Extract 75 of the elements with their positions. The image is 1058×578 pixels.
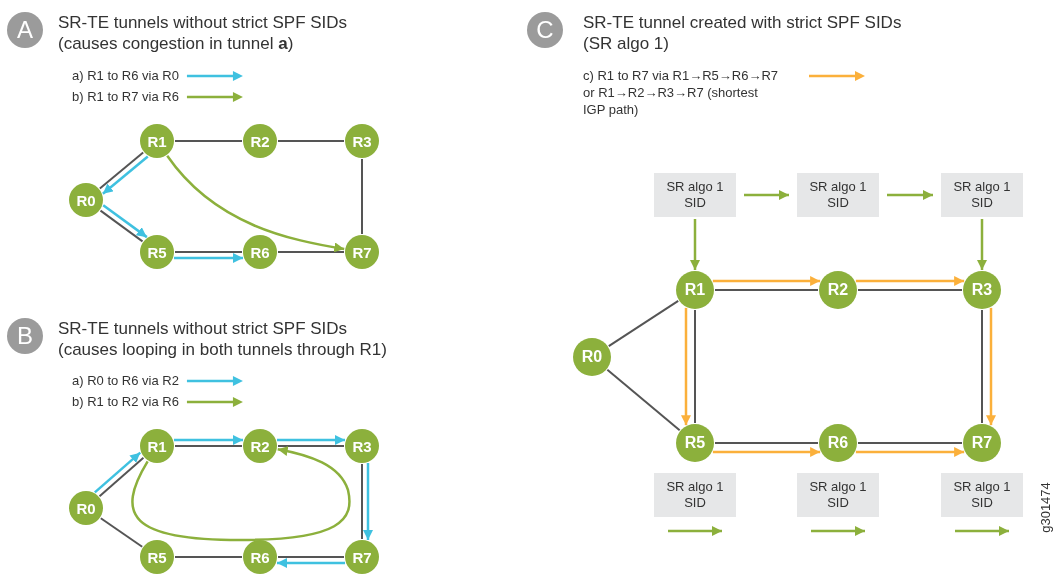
arrow xyxy=(276,558,346,568)
sid-box: SR algo 1 SID xyxy=(797,473,879,517)
arrow xyxy=(276,435,346,445)
link-line xyxy=(277,140,345,142)
router-node: R2 xyxy=(819,271,857,309)
router-node: R5 xyxy=(140,540,174,574)
arrow xyxy=(977,219,987,270)
arrow xyxy=(363,462,373,541)
sid-box: SR algo 1 SID xyxy=(654,173,736,217)
link-line xyxy=(174,140,243,142)
router-node: R2 xyxy=(243,124,277,158)
arrow xyxy=(855,276,965,286)
arrow xyxy=(173,435,244,445)
sid-box: SR algo 1 SID xyxy=(654,473,736,517)
router-node: R5 xyxy=(140,235,174,269)
router-node: R6 xyxy=(243,540,277,574)
router-node: R1 xyxy=(140,429,174,463)
router-node: R7 xyxy=(345,540,379,574)
arrow xyxy=(986,307,996,426)
link-line xyxy=(606,368,681,432)
link-line xyxy=(277,251,345,253)
link-line xyxy=(714,289,819,291)
arrow xyxy=(690,219,700,270)
arrow xyxy=(887,190,933,200)
sid-box: SR algo 1 SID xyxy=(941,473,1023,517)
legend-text: b) R1 to R7 via R6 xyxy=(72,88,179,105)
arrow xyxy=(744,190,789,200)
router-node: R7 xyxy=(963,424,1001,462)
legend-text: c) R1 to R7 via R1→R5→R6→R7 or R1→R2→R3→R7 (shortest IGP path) xyxy=(583,67,780,118)
link-line xyxy=(714,442,819,444)
router-node: R6 xyxy=(243,235,277,269)
panel-title: SR-TE tunnel created with strict SPF SIDs (SR algo 1) xyxy=(583,12,903,54)
router-node: R1 xyxy=(676,271,714,309)
panel-badge: B xyxy=(7,318,43,354)
link-line xyxy=(277,445,345,447)
link-line xyxy=(361,158,363,235)
router-node: R0 xyxy=(69,491,103,525)
arrow xyxy=(681,307,691,426)
legend-text: a) R1 to R6 via R0 xyxy=(72,67,179,84)
arrow xyxy=(712,276,821,286)
link-line xyxy=(694,309,696,424)
arrow xyxy=(131,446,351,542)
link-line xyxy=(981,309,983,424)
panel-badge: C xyxy=(527,12,563,48)
legend-text: b) R1 to R2 via R6 xyxy=(72,393,179,410)
link-line xyxy=(174,251,243,253)
router-node: R0 xyxy=(573,338,611,376)
arrow xyxy=(712,447,821,457)
router-node: R3 xyxy=(963,271,1001,309)
link-line xyxy=(361,463,363,540)
router-node: R1 xyxy=(140,124,174,158)
link-line xyxy=(99,517,144,548)
link-line xyxy=(857,442,963,444)
legend-text: a) R0 to R6 via R2 xyxy=(72,372,179,389)
link-line xyxy=(607,299,680,348)
panel-title: SR-TE tunnels without strict SPF SIDs (causes looping in both tunnels through R1) xyxy=(58,318,388,360)
router-node: R2 xyxy=(243,429,277,463)
router-node: R7 xyxy=(345,235,379,269)
router-node: R3 xyxy=(345,124,379,158)
router-node: R5 xyxy=(676,424,714,462)
figure-id: g301474 xyxy=(1037,481,1053,535)
sid-box: SR algo 1 SID xyxy=(941,173,1023,217)
sid-box: SR algo 1 SID xyxy=(797,173,879,217)
arrow xyxy=(166,155,345,253)
router-node: R3 xyxy=(345,429,379,463)
link-line xyxy=(174,445,243,447)
link-line xyxy=(174,556,243,558)
router-node: R0 xyxy=(69,183,103,217)
router-node: R6 xyxy=(819,424,857,462)
link-line xyxy=(277,556,345,558)
panel-badge: A xyxy=(7,12,43,48)
arrow xyxy=(855,447,965,457)
link-line xyxy=(857,289,963,291)
arrow xyxy=(173,253,244,263)
panel-title: SR-TE tunnels without strict SPF SIDs (causes congestion in tunnel a) xyxy=(58,12,349,54)
